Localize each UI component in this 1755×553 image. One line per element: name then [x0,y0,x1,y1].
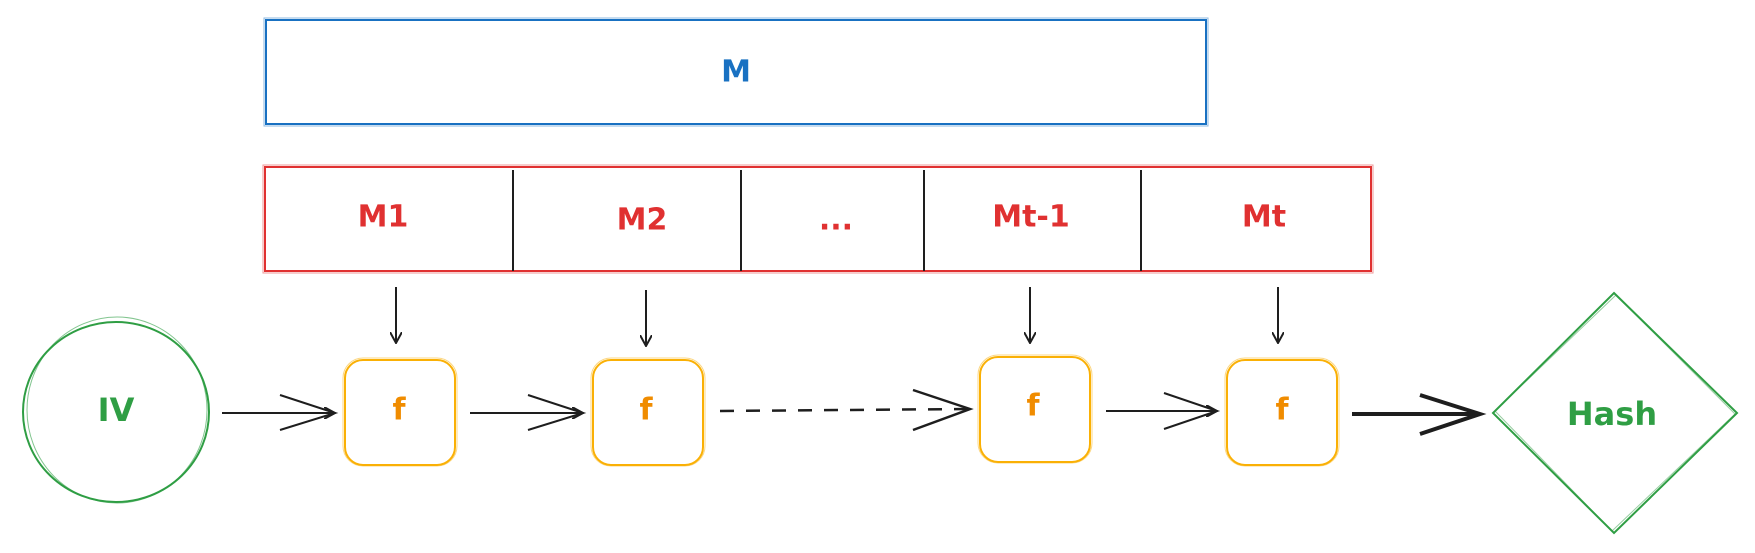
block-m1-label: M1 [358,200,409,235]
hash-output-node: Hash [1491,291,1739,535]
message-blocks: M1 M2 ... Mt-1 Mt [262,164,1374,274]
chain-arrows [222,388,1487,436]
block-ellipsis-label: ... [819,203,853,238]
function-label: f [1275,393,1289,428]
function-label: f [1026,389,1040,424]
compression-function-2: f [590,357,706,467]
message-box: M [263,17,1209,127]
arrow-head [1419,393,1487,436]
block-input-arrows [396,287,1278,346]
hash-label: Hash [1567,395,1657,433]
arrow-head [279,394,339,431]
arrow-head [527,394,587,431]
iv-node: IV [22,316,210,504]
arrow-head [912,388,974,432]
block-mt-minus-1-label: Mt-1 [992,200,1070,235]
function-label: f [639,393,653,428]
compression-function-3: f [977,354,1093,464]
compression-function-1: f [342,357,458,467]
block-m2-label: M2 [617,203,668,238]
compression-function-4: f [1224,357,1340,467]
block-mt-label: Mt [1242,200,1286,235]
arrow-head [1163,392,1221,430]
message-label: M [721,55,751,90]
function-label: f [392,393,406,428]
iv-label: IV [98,391,135,429]
arrow-f2-to-f3-dashed [719,407,970,413]
